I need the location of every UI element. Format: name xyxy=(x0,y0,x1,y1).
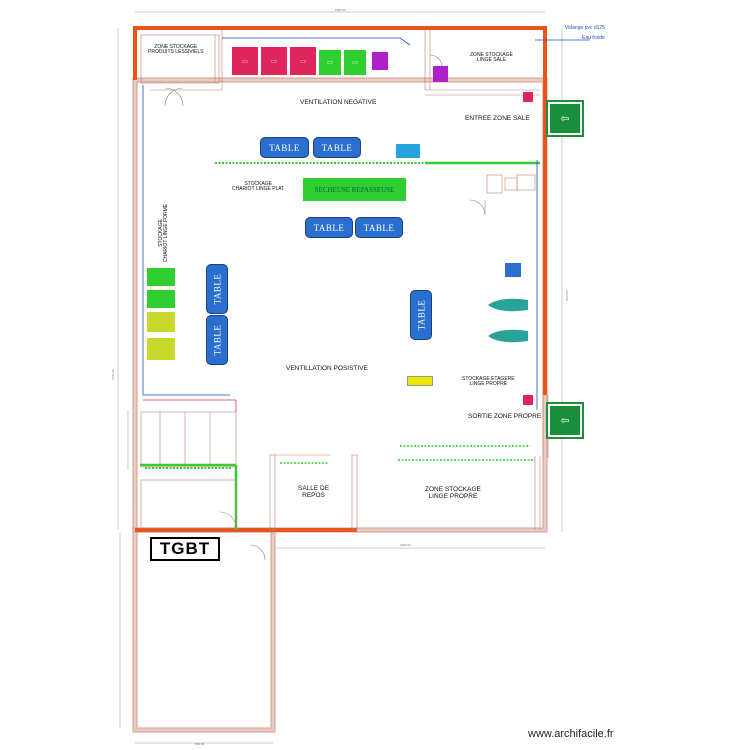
watermark: www.archifacile.fr xyxy=(528,728,614,740)
yellow-unit xyxy=(407,376,433,386)
stockage-chariot-plat-label: STOCKAGE CHARIOT LINGE PLAT xyxy=(232,181,285,192)
left-machine-1 xyxy=(147,268,175,286)
zone-linge-sale-label: ZONE STOCKAGE LINGE SALE xyxy=(470,52,513,63)
teal-machines xyxy=(488,298,528,343)
exit-sign-sortie: ⇦ xyxy=(546,402,584,439)
left-machine-4 xyxy=(147,338,175,360)
exit-arrow-icon: ⇦ xyxy=(550,104,580,133)
svg-text:560.00: 560.00 xyxy=(195,742,205,746)
eau-froide-label: Eau froide xyxy=(582,35,605,41)
table-6: TABLE xyxy=(206,315,228,365)
ventilation-negative-label: VENTILATION NEGATIVE xyxy=(300,99,377,106)
washer-1: ▭ xyxy=(232,47,258,75)
pipes xyxy=(142,37,590,410)
table-7-label: TABLE xyxy=(416,299,426,331)
blue-unit-2 xyxy=(505,263,521,277)
dryer-1: ▭ xyxy=(319,50,341,75)
blue-unit-1 xyxy=(396,144,420,158)
washer-3: ▭ xyxy=(290,47,316,75)
entree-zone-sale-label: ENTREE ZONE SALE xyxy=(465,115,530,122)
svg-text:1934.00: 1934.00 xyxy=(565,290,569,301)
purple-unit-2 xyxy=(433,66,448,82)
stockage-chariot-forme-label: STOCKAGE CHARIOT LINGE FORME xyxy=(158,203,170,263)
table-7: TABLE xyxy=(410,290,432,340)
doors xyxy=(164,54,486,561)
wc-block xyxy=(140,411,237,529)
wc-red-lines xyxy=(143,399,237,412)
extinguishers xyxy=(523,92,533,405)
orange-walls xyxy=(133,26,547,532)
secheuse-repasseuse: SECHEUSE REPASSEUSE xyxy=(303,178,406,201)
svg-text:1000.00: 1000.00 xyxy=(400,543,411,547)
left-machine-3 xyxy=(147,312,175,332)
outer-walls-inner xyxy=(132,77,548,733)
tgbt-panel: TGBT xyxy=(150,537,220,561)
dryer-2: ▭ xyxy=(344,50,366,75)
secheuse-label: SECHEUSE REPASSEUSE xyxy=(314,185,395,194)
exit-sign-entree: ⇦ xyxy=(546,100,584,137)
svg-text:1581.00: 1581.00 xyxy=(335,8,346,12)
purple-unit-1 xyxy=(372,52,388,70)
salle-repos-walls xyxy=(269,454,358,531)
table-4: TABLE xyxy=(355,217,403,238)
left-machine-2 xyxy=(147,290,175,308)
salle-repos-label: SALLE DE REPOS xyxy=(298,485,330,499)
table-6-label: TABLE xyxy=(212,324,222,356)
linge-propre-walls xyxy=(534,456,541,530)
table-2: TABLE xyxy=(313,137,361,158)
linge-sale-room xyxy=(424,30,540,96)
table-5-label: TABLE xyxy=(212,273,222,305)
ventilation-positive-label: VENTILLATION POSISTIVE xyxy=(286,365,368,372)
partition-dashed xyxy=(280,445,535,464)
dimension-ticks: 1581.00 560.00 1000.00 2791.00 1934.00 xyxy=(111,8,569,746)
svg-text:2791.00: 2791.00 xyxy=(111,369,115,380)
top-left-room xyxy=(140,30,223,91)
washer-2: ▭ xyxy=(261,47,287,75)
sortie-zone-propre-label: SORTIE ZONE PROPRE xyxy=(468,413,542,420)
exit-arrow-icon: ⇦ xyxy=(550,406,580,435)
wall-notches xyxy=(486,174,536,194)
table-1: TABLE xyxy=(260,137,309,158)
vidange-label: Vidange pvc d125 xyxy=(565,25,605,31)
table-3: TABLE xyxy=(305,217,353,238)
stockage-etageres-label: STOCKAGE ETAGERE LINGE PROPRE xyxy=(462,376,515,387)
zone-produits-label: ZONE STOCKAGE PRODUITS LESSIVIELS xyxy=(148,44,204,55)
zone-linge-propre-label: ZONE STOCKAGE LINGE PROPRE xyxy=(425,486,481,500)
table-5: TABLE xyxy=(206,264,228,314)
green-dashed-partitions xyxy=(145,162,425,469)
